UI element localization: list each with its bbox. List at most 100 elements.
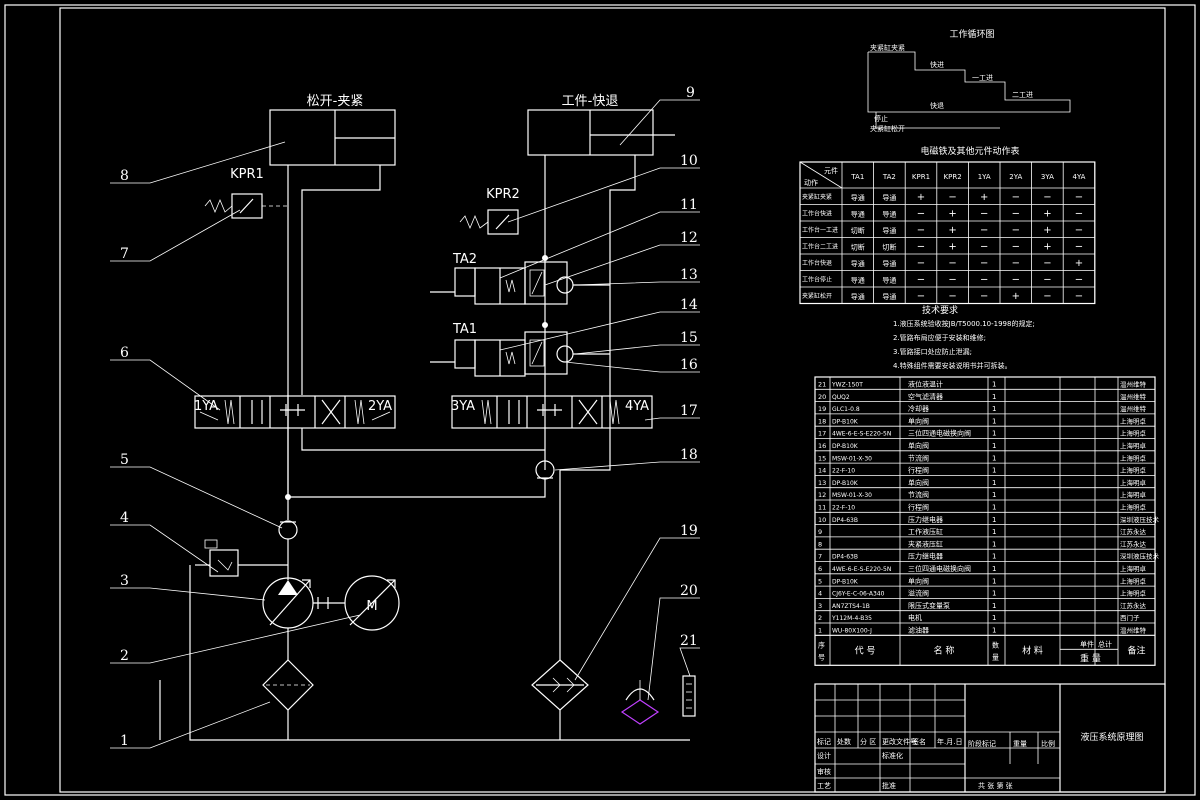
svg-text:共 张 第 张: 共 张 第 张 (978, 781, 1013, 790)
parts-row-note: 上海明卓 (1120, 576, 1147, 585)
svg-text:二工进: 二工进 (1012, 91, 1033, 99)
parts-row-code: CJ6Y-E-C-06-A340 (832, 591, 885, 598)
parts-row-note: 上海明卓 (1120, 564, 1147, 573)
svg-text:更改文件号: 更改文件号 (882, 737, 917, 746)
parts-row-qty: 1 (992, 516, 996, 524)
oil-filter-1 (262, 659, 314, 740)
svg-text:夹紧缸夹紧: 夹紧缸夹紧 (870, 43, 905, 52)
parts-row-no: 16 (818, 442, 826, 450)
callout-5: 5 (120, 452, 129, 468)
svg-text:重量: 重量 (1013, 740, 1027, 748)
cooler-19 (531, 659, 589, 740)
svg-text:总计: 总计 (1098, 639, 1112, 648)
table-cell: + (1012, 291, 1020, 302)
table-cell: − (1075, 242, 1083, 253)
svg-text:备注: 备注 (1127, 644, 1145, 656)
table-cell: 切断 (882, 243, 896, 252)
table-cell: 导通 (882, 259, 896, 268)
svg-text:阶段标记: 阶段标记 (968, 739, 996, 748)
parts-row-no: 5 (818, 577, 822, 585)
callout-15: 15 (680, 330, 698, 346)
table-cell: − (917, 242, 925, 253)
parts-row-note: 深圳液压技术 (1120, 552, 1160, 561)
parts-row-name: 滤油器 (908, 626, 929, 635)
table-row-label: 夹紧缸夹紧 (802, 193, 832, 201)
table-cell: + (1043, 242, 1051, 253)
parts-row-name: 电机 (908, 613, 922, 622)
callout-10: 10 (680, 153, 698, 169)
parts-row-no: 13 (818, 479, 826, 487)
parts-row-no: 20 (818, 393, 826, 401)
parts-row-name: 限压式变量泵 (908, 601, 950, 610)
parts-row-name: 单向阀 (908, 576, 929, 585)
parts-row-name: 单向阀 (908, 441, 929, 450)
parts-row-no: 4 (818, 590, 822, 598)
parts-row-note: 上海明卓 (1120, 453, 1147, 462)
table-cell: − (948, 192, 956, 203)
parts-row-no: 15 (818, 454, 826, 462)
table-row-label: 工作台停止 (802, 276, 832, 284)
parts-row-note: 温州维特 (1120, 404, 1147, 413)
parts-row-code: 22-F-10 (832, 468, 855, 475)
check-valve-5 (278, 520, 298, 540)
parts-row-no: 1 (818, 627, 822, 635)
table-cell: − (1043, 291, 1051, 302)
clamp-cylinder (269, 109, 396, 166)
table-cell: − (948, 291, 956, 302)
parts-row-code: MSW-01-X-30 (832, 492, 872, 499)
callout-16: 16 (680, 357, 698, 373)
parts-row-note: 深圳液压技术 (1120, 515, 1160, 524)
table-column-header: 4YA (1073, 173, 1086, 181)
table-row-label: 工作台一工进 (802, 226, 838, 234)
parts-row-no: 21 (818, 381, 826, 389)
svg-text:处数: 处数 (837, 737, 851, 746)
motor-label: M (366, 599, 377, 614)
parts-row-code: DP-B10K (832, 480, 859, 487)
parts-row-no: 12 (818, 491, 826, 499)
parts-row-note: 温州维特 (1120, 380, 1147, 389)
svg-text:停止: 停止 (874, 114, 888, 123)
level-gauge-21 (682, 675, 696, 717)
table-cell: − (917, 209, 925, 220)
table-cell: 切断 (851, 243, 865, 252)
parts-row-no: 6 (818, 565, 822, 573)
table-cell: − (1012, 192, 1020, 203)
svg-text:工艺: 工艺 (817, 782, 831, 790)
svg-text:审核: 审核 (817, 767, 831, 776)
parts-row-qty: 1 (992, 627, 996, 635)
table-cell: + (1043, 225, 1051, 236)
parts-row-code: AN7ZTS4-1B (832, 603, 870, 610)
travel-valve-ta1 (430, 331, 610, 377)
parts-row-no: 10 (818, 516, 826, 524)
parts-row-code: GLC1-0.8 (832, 406, 860, 413)
parts-row-code: QUQ2 (832, 394, 850, 401)
clamp-cylinder-title: 松开-夹紧 (307, 94, 364, 109)
parts-row-qty: 1 (992, 430, 996, 438)
tech-req-title: 技术要求 (922, 304, 958, 316)
table-cell: − (917, 225, 925, 236)
parts-row-no: 8 (818, 540, 822, 548)
table-cell: 导通 (882, 292, 896, 301)
relief-valve-4 (195, 539, 288, 577)
parts-row-qty: 1 (992, 504, 996, 512)
svg-text:单件: 单件 (1080, 639, 1094, 648)
svg-text:2.管路布局应便于安装和维修;: 2.管路布局应便于安装和维修; (893, 333, 986, 342)
directional-valve-17 (451, 395, 653, 429)
parts-row-qty: 1 (992, 614, 996, 622)
table-cell: − (1012, 275, 1020, 286)
svg-text:夹紧缸松开: 夹紧缸松开 (870, 124, 905, 133)
parts-row-no: 17 (818, 430, 826, 438)
table-cell: + (948, 242, 956, 253)
air-filter-20 (620, 680, 660, 725)
table-cell: 导通 (882, 193, 896, 202)
table-cell: + (948, 225, 956, 236)
parts-row-qty: 1 (992, 590, 996, 598)
svg-text:数: 数 (992, 640, 999, 649)
callout-17: 17 (680, 403, 698, 419)
parts-row-name: 节流阀 (908, 453, 929, 462)
table-cell: 导通 (851, 259, 865, 268)
parts-row-no: 9 (818, 528, 822, 536)
table-column-header: 3YA (1041, 173, 1054, 181)
variable-pump-3 (262, 577, 345, 660)
